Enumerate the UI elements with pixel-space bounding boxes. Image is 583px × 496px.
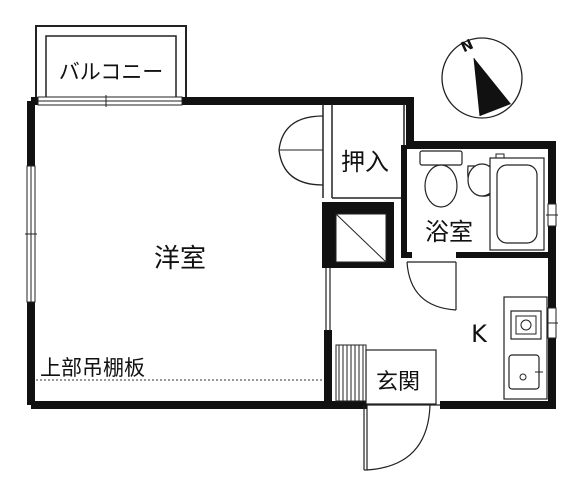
bathtub	[489, 157, 545, 251]
bath-door	[406, 261, 457, 311]
entrance-label: 玄関	[376, 370, 420, 395]
entrance-door	[363, 404, 440, 471]
kitchen-label: K	[471, 320, 488, 348]
closet-label: 押入	[341, 148, 389, 176]
balcony: バルコニー	[35, 25, 187, 105]
kitchen-window	[546, 307, 558, 339]
stove-icon	[510, 310, 542, 340]
left-window	[25, 165, 37, 303]
inner-wall	[324, 262, 332, 405]
compass-icon: N	[441, 37, 523, 119]
western-room-label: 洋室	[154, 244, 206, 274]
refrigerator-box	[322, 202, 394, 268]
toilet	[419, 150, 463, 208]
bathroom-walls	[401, 145, 552, 258]
loft-shelf: 上部吊棚板	[36, 356, 326, 381]
entrance: 玄関	[335, 344, 437, 405]
balcony-window	[37, 95, 183, 107]
closet: 押入	[278, 104, 405, 199]
balcony-label: バルコニー	[59, 60, 164, 84]
loft-shelf-label: 上部吊棚板	[40, 356, 145, 380]
bath-label: 浴室	[425, 218, 473, 246]
sink-icon	[508, 354, 543, 390]
bath-window	[546, 203, 558, 227]
